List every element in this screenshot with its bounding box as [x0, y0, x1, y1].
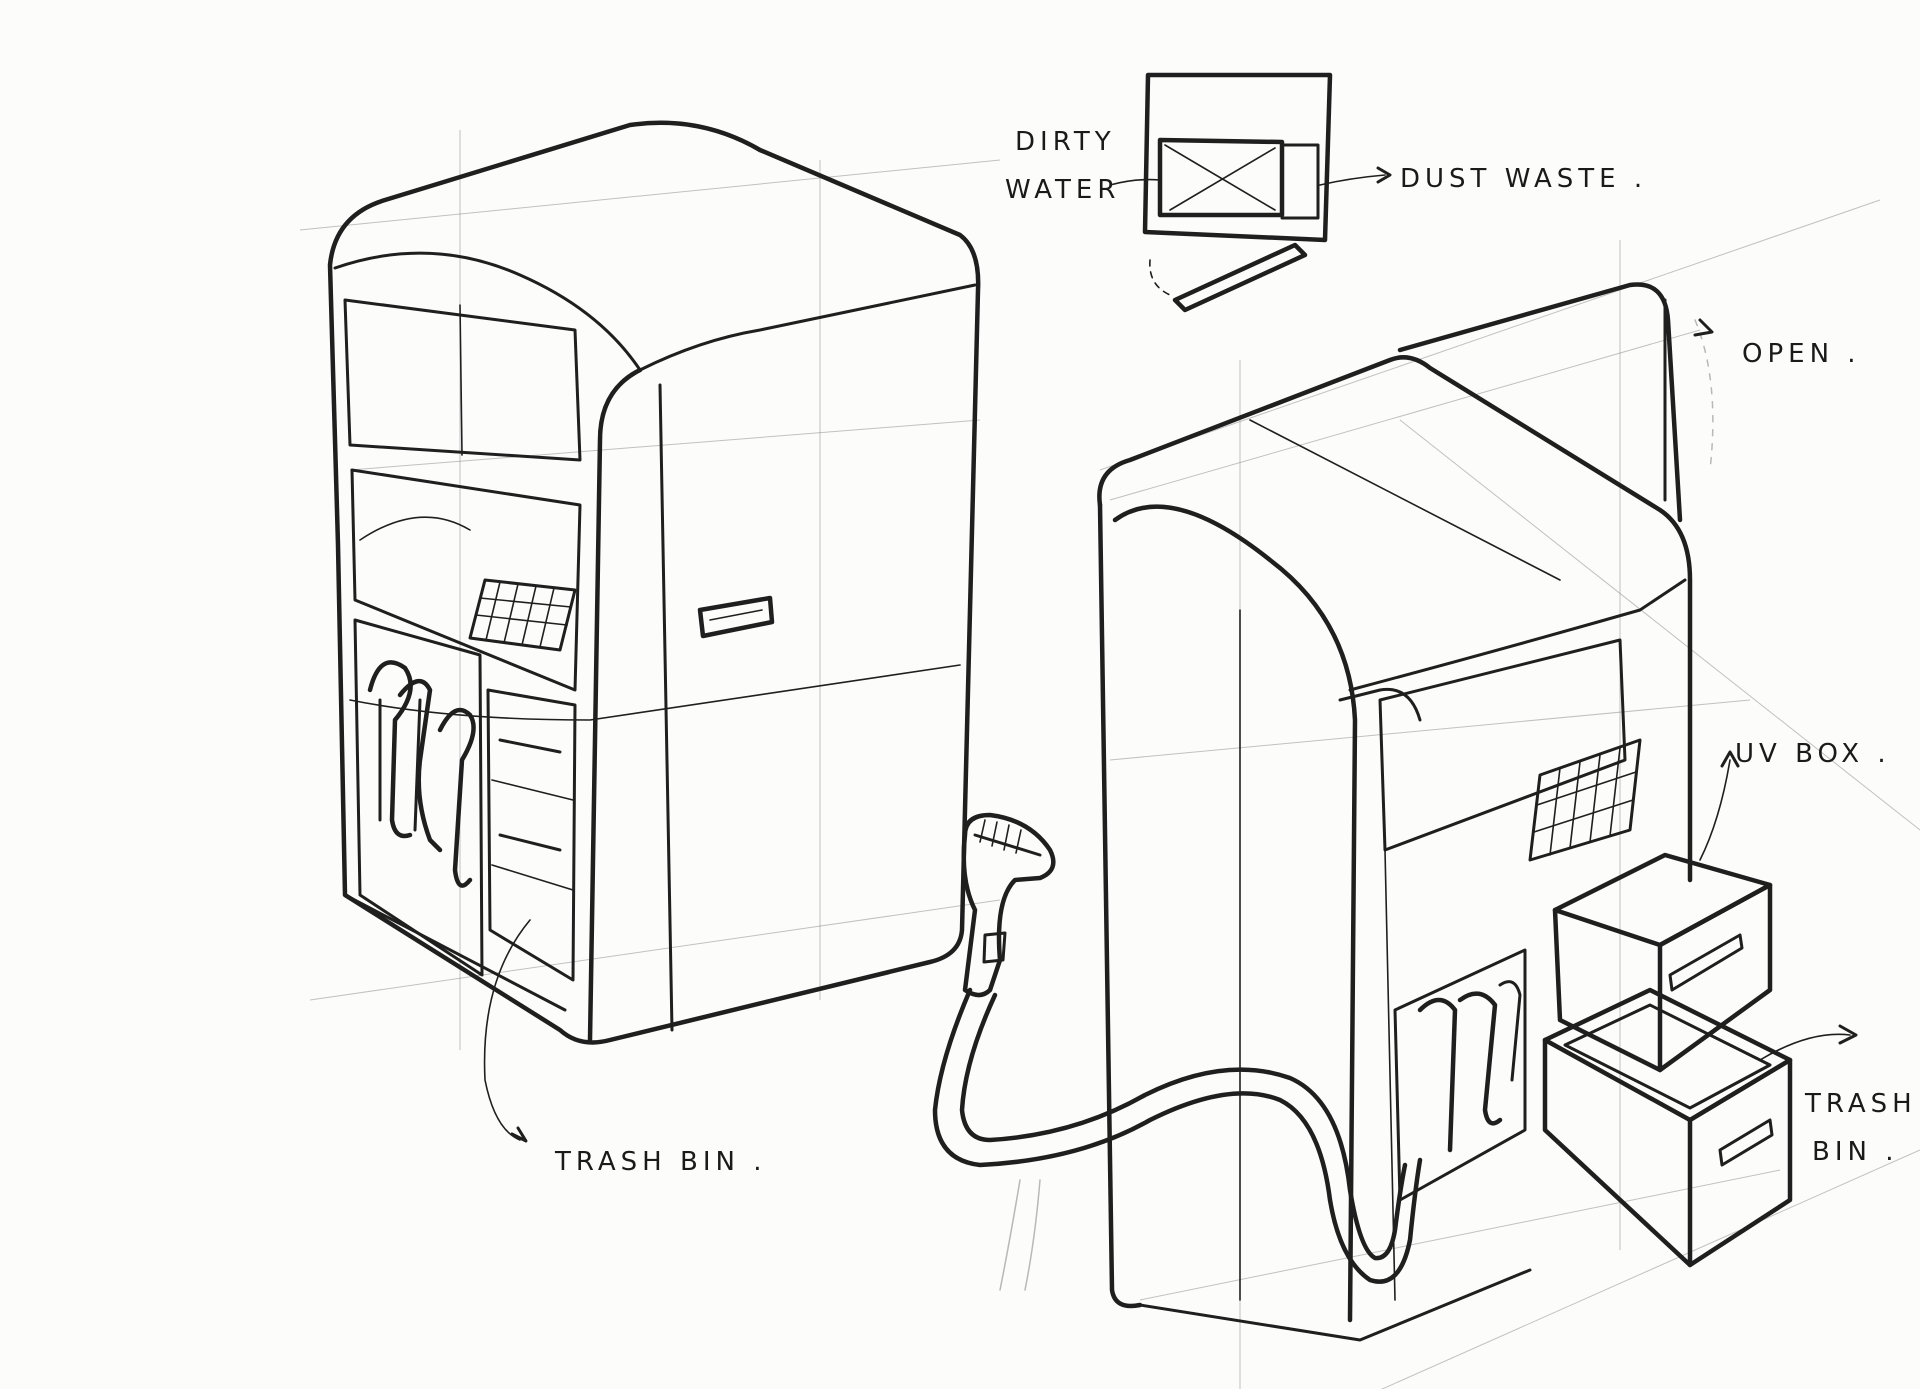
label-dust-waste: DUST WASTE .	[1400, 164, 1647, 194]
labels: DIRTY WATER DUST WASTE . OPEN . UV BOX .…	[554, 127, 1917, 1177]
label-trash-bin-right-1: TRASH	[1804, 1089, 1917, 1119]
trash-bin-drawer	[1542, 987, 1793, 1268]
construction-guides	[299, 130, 1920, 1389]
drawers-left	[486, 688, 577, 982]
keypad-left	[468, 578, 577, 652]
machine-front-view	[327, 120, 981, 1143]
hose-handles-left	[367, 660, 476, 888]
label-uv-box: UV BOX .	[1735, 739, 1891, 769]
label-dirty-water-2: WATER	[1005, 175, 1120, 205]
label-dirty-water-1: DIRTY	[1015, 127, 1116, 157]
label-open: OPEN .	[1742, 339, 1861, 369]
handheld-vacuum-and-hose	[932, 812, 1423, 1291]
label-trash-bin-right-2: BIN .	[1812, 1137, 1898, 1167]
hose-handles-right	[1417, 980, 1522, 1153]
label-trash-bin-left: TRASH BIN .	[554, 1147, 766, 1177]
bin-detail-sketch	[1109, 72, 1392, 313]
keypad-right	[1528, 738, 1642, 862]
uv-box-drawer	[1552, 852, 1773, 1073]
machine-rear-open-view	[1097, 282, 1858, 1342]
